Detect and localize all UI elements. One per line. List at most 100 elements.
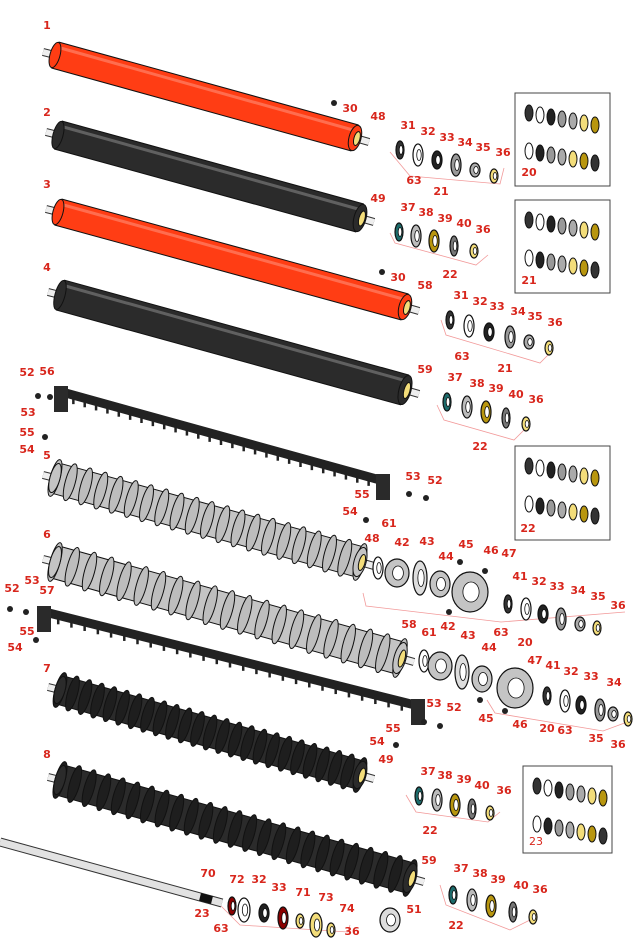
leader-bracket [389, 151, 505, 185]
bearing [407, 870, 417, 888]
callout-45: 45 [478, 712, 493, 725]
callout-22: 22 [472, 440, 487, 453]
part-bore [435, 155, 441, 165]
roller-disc [306, 530, 322, 569]
part-bore [598, 704, 604, 716]
callout-52: 52 [4, 582, 19, 595]
inset-part [546, 253, 556, 271]
roller-disc [271, 822, 287, 861]
callout-38: 38 [472, 867, 487, 880]
roller-disc [116, 561, 132, 602]
fastener [42, 434, 48, 440]
callout-56: 56 [39, 365, 55, 378]
part-bore [506, 599, 512, 609]
part-bore [416, 149, 422, 161]
callout-49: 49 [370, 192, 385, 205]
roller-disc [140, 696, 155, 733]
callout-20: 20 [517, 636, 533, 649]
part-bore [397, 227, 403, 237]
callout-55: 55 [19, 625, 34, 638]
roller-disc [327, 750, 343, 786]
inset-part [576, 823, 586, 841]
callout-33: 33 [271, 881, 286, 894]
inset-part [590, 154, 600, 172]
inset-part [568, 465, 578, 483]
part-bore [422, 655, 428, 667]
inset-part [579, 114, 589, 132]
roller-disc [300, 830, 316, 869]
bearing [357, 767, 366, 784]
callout-6: 6 [43, 528, 51, 541]
roller-7 [47, 672, 376, 793]
roller-disc [254, 599, 270, 640]
part-bore [298, 917, 304, 925]
roller-disc [62, 463, 78, 502]
inset-part [535, 497, 545, 515]
callout-63: 63 [406, 174, 421, 187]
fastener [331, 100, 337, 106]
inset-part [568, 257, 578, 275]
callout-7: 7 [43, 662, 51, 675]
part-bore [527, 338, 533, 346]
callout-32: 32 [531, 575, 546, 588]
callout-23: 23 [194, 907, 209, 920]
part-bore [545, 691, 551, 701]
callout-35: 35 [475, 141, 490, 154]
part-bore [417, 569, 425, 587]
part-bore [262, 908, 268, 918]
inset-part [557, 148, 567, 166]
callout-39: 39 [456, 773, 471, 786]
callout-34: 34 [510, 305, 526, 318]
inset-part [568, 219, 578, 237]
part-bore [563, 695, 569, 707]
roller-disc [202, 714, 218, 751]
roller-body [54, 121, 364, 232]
inset-part [557, 463, 567, 481]
part-bore [448, 315, 454, 325]
callout-36: 36 [610, 738, 626, 751]
callout-59: 59 [417, 363, 432, 376]
roller-disc [81, 551, 98, 592]
inset-part [590, 469, 600, 487]
inset-part [546, 146, 556, 164]
roller-end-left [53, 675, 67, 705]
part-bore [467, 320, 473, 332]
roller-disc [271, 604, 287, 645]
bearing [397, 649, 407, 668]
roller-disc [64, 546, 80, 587]
callout-20: 20 [539, 722, 555, 735]
callout-53: 53 [20, 406, 35, 419]
fastener [23, 609, 29, 615]
callout-31: 31 [453, 289, 468, 302]
inset-part [557, 110, 567, 128]
roller-disc [115, 689, 130, 726]
callout-43: 43 [460, 629, 475, 642]
roller-disc [261, 517, 276, 556]
roller-disc [102, 686, 118, 723]
callout-37: 37 [420, 765, 435, 778]
shield-2 [37, 606, 425, 725]
part-bore [487, 327, 493, 337]
callout-54: 54 [7, 641, 23, 654]
part-bore [452, 240, 458, 252]
fastener [379, 269, 385, 275]
callout-54: 54 [369, 735, 385, 748]
bearing [357, 210, 366, 227]
inset-part [554, 819, 564, 837]
roller-disc [77, 679, 93, 715]
part-bore [531, 913, 537, 921]
roller-disc [96, 773, 112, 812]
fastener [446, 609, 452, 615]
callout-36: 36 [610, 599, 626, 612]
callout-5: 5 [43, 449, 51, 462]
callout-55: 55 [19, 426, 34, 439]
part-bore [454, 159, 460, 171]
callout-35: 35 [588, 732, 603, 745]
bearing [402, 382, 412, 400]
roller-disc [169, 793, 185, 832]
callout-36: 36 [344, 925, 360, 938]
inset-part [557, 501, 567, 519]
inset-part [524, 211, 534, 229]
part-bore [484, 406, 490, 418]
callout-44: 44 [438, 550, 454, 563]
